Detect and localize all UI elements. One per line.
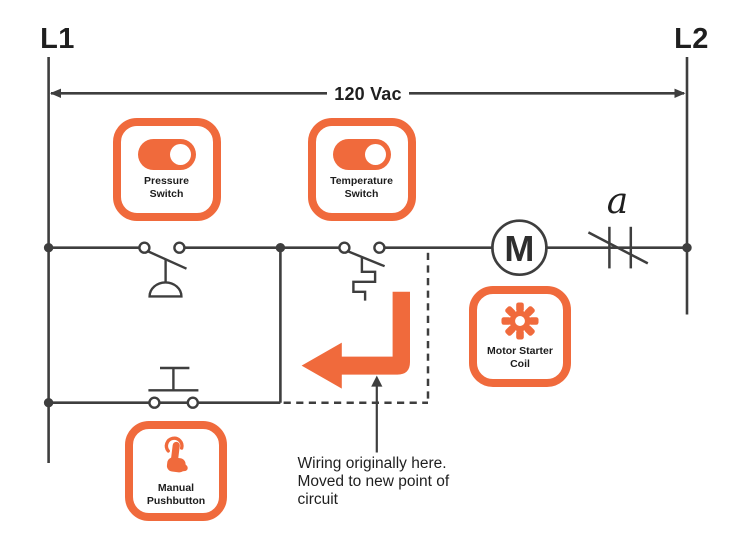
manual-pushbutton-card: Manual Pushbutton xyxy=(125,421,227,521)
voltage-label: 120 Vac xyxy=(334,83,402,104)
pressure-switch-card: Pressure Switch xyxy=(112,118,221,221)
toggle-on-icon xyxy=(137,138,196,170)
motor-starter-coil-card: Motor Starter Coil xyxy=(469,286,571,387)
moved-wiring-arrow xyxy=(301,291,410,389)
temperature-switch-card: Temperature Switch xyxy=(307,118,416,221)
junction-dots xyxy=(43,243,692,408)
manual-pushbutton-label: Manual Pushbutton xyxy=(146,481,206,507)
pressure-switch-contact-symbol xyxy=(138,241,187,298)
annotation-text: Wiring originally here. Moved to new poi… xyxy=(297,454,450,508)
gear-icon xyxy=(501,302,539,340)
aux-contact-symbol xyxy=(587,226,649,269)
tap-hand-icon xyxy=(158,435,194,477)
toggle-on-icon xyxy=(332,138,391,170)
dashed-original-wiring xyxy=(283,252,430,404)
motor-coil-symbol xyxy=(491,219,548,277)
temperature-switch-label: Temperature Switch xyxy=(330,174,393,200)
aux-contact-label: a xyxy=(606,181,629,222)
motor-starter-coil-label: Motor Starter Coil xyxy=(487,345,553,370)
rail-label-l1: L1 xyxy=(40,23,75,55)
pushbutton-contact-symbol xyxy=(148,366,200,409)
annotation-pointer-arrow xyxy=(371,375,383,453)
voltage-dimension-arrow xyxy=(50,88,686,98)
pressure-switch-label: Pressure Switch xyxy=(144,174,189,200)
rail-label-l2: L2 xyxy=(674,23,709,55)
motor-coil-letter: M xyxy=(504,227,535,269)
branch-wire xyxy=(48,247,282,405)
temperature-switch-contact-symbol xyxy=(338,241,386,301)
